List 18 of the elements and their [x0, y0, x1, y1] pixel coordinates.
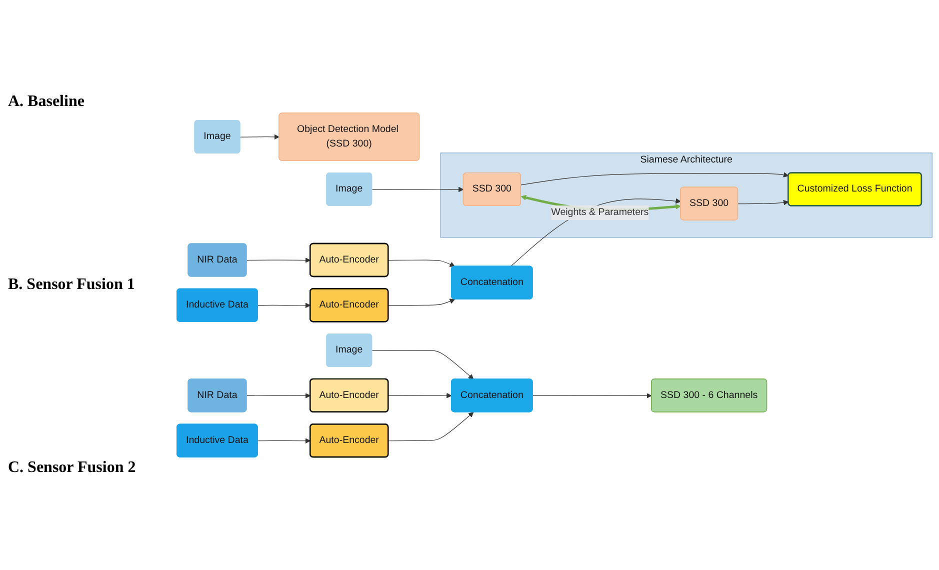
- arrow: [246, 258, 311, 263]
- section-label: C. Sensor Fusion 2: [7, 459, 137, 478]
- arrow: [388, 260, 456, 267]
- section-label: A. Baseline: [7, 92, 86, 111]
- arrow: [240, 134, 280, 140]
- arrow: [258, 438, 311, 444]
- edge-label: Weights & Parameters: [551, 207, 649, 218]
- arrow: [520, 172, 789, 186]
- arrow: [738, 200, 789, 206]
- arrow: [388, 298, 456, 306]
- arrow: [372, 186, 464, 192]
- arrow: [258, 302, 311, 308]
- arrow: [372, 350, 474, 380]
- arrow: [532, 393, 652, 398]
- arrow: [388, 412, 474, 442]
- section-label: B. Sensor Fusion 1: [7, 276, 136, 294]
- arrow: [246, 393, 311, 398]
- arrow: [388, 392, 452, 398]
